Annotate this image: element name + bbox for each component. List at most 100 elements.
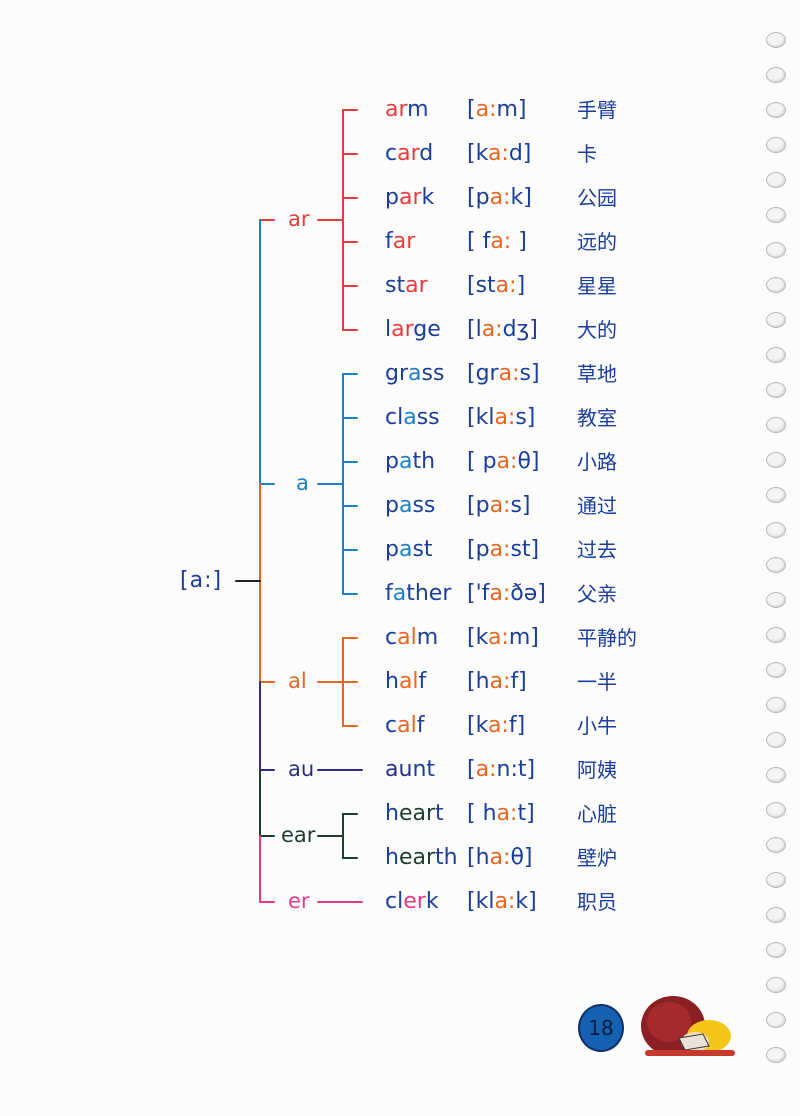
- word-highlight: al: [397, 625, 417, 650]
- binding-ring: [766, 172, 786, 188]
- binding-ring: [766, 662, 786, 678]
- word-part: p: [385, 185, 399, 210]
- ipa-part: f]: [508, 713, 526, 738]
- chinese-meaning: 职员: [577, 890, 617, 914]
- phonetic-transcription: [ka:d]: [467, 139, 531, 169]
- binding-ring: [766, 347, 786, 363]
- word-part: m: [416, 625, 439, 650]
- binding-ring: [766, 242, 786, 258]
- ipa-part: s]: [510, 493, 531, 518]
- chinese-meaning: 星星: [577, 274, 617, 298]
- ipa-part: [l: [467, 317, 482, 342]
- ipa-highlight: a:: [475, 757, 497, 782]
- word-part: cl: [385, 889, 404, 914]
- binding-ring: [766, 627, 786, 643]
- binding-ring: [766, 522, 786, 538]
- binding-ring: [766, 382, 786, 398]
- english-word: card: [385, 139, 433, 169]
- word-highlight: ar: [391, 317, 414, 342]
- binding-ring: [766, 872, 786, 888]
- ipa-highlight: a:: [489, 669, 511, 694]
- binding-ring: [766, 977, 786, 993]
- ipa-part: [k: [467, 625, 488, 650]
- ipa-part: θ]: [517, 449, 540, 474]
- word-part: p: [385, 537, 399, 562]
- phonetic-transcription: [gra:s]: [467, 359, 540, 389]
- ipa-part: [ f: [467, 229, 491, 254]
- binding-ring: [766, 732, 786, 748]
- english-word: father: [385, 579, 451, 609]
- word-part: ge: [413, 317, 441, 342]
- word-row: calm[ka:m]平静的: [385, 623, 655, 653]
- word-part: ther: [406, 581, 452, 606]
- ipa-part: k]: [515, 889, 537, 914]
- word-row: clerk[kla:k]职员: [385, 887, 655, 917]
- word-row: heart[ ha:t]心脏: [385, 799, 655, 829]
- word-part: p: [385, 493, 399, 518]
- english-word: star: [385, 271, 428, 301]
- ipa-part: ['f: [467, 581, 490, 606]
- word-row: past[pa:st]过去: [385, 535, 655, 565]
- group-label-a: a: [296, 471, 309, 495]
- ipa-part: [st: [467, 273, 496, 298]
- word-part: th: [435, 845, 458, 870]
- ipa-highlight: a:: [489, 185, 511, 210]
- word-highlight: er: [403, 889, 426, 914]
- binding-ring: [766, 277, 786, 293]
- word-row: grass[gra:s]草地: [385, 359, 655, 389]
- word-part: nt: [412, 757, 436, 782]
- word-row: aunt[a:n:t]阿姨: [385, 755, 655, 785]
- binding-ring: [766, 837, 786, 853]
- word-part: h: [385, 669, 399, 694]
- ipa-part: [kl: [467, 889, 495, 914]
- word-row: card[ka:d]卡: [385, 139, 655, 169]
- english-word: aunt: [385, 755, 435, 785]
- word-row: calf[ka:f]小牛: [385, 711, 655, 741]
- ipa-part: m]: [508, 625, 539, 650]
- ipa-highlight: a:: [495, 273, 517, 298]
- word-row: pass[pa:s]通过: [385, 491, 655, 521]
- word-highlight: ear: [398, 801, 436, 826]
- ipa-highlight: a:: [487, 625, 509, 650]
- ipa-highlight: a:: [489, 581, 511, 606]
- ipa-part: θ]: [510, 845, 533, 870]
- word-part: t: [435, 801, 444, 826]
- phonetic-transcription: [a:m]: [467, 95, 527, 125]
- word-part: c: [385, 713, 398, 738]
- chinese-meaning: 远的: [577, 230, 617, 254]
- english-word: large: [385, 315, 441, 345]
- english-word: path: [385, 447, 435, 477]
- binding-ring: [766, 592, 786, 608]
- binding-ring: [766, 207, 786, 223]
- word-row: class[kla:s]教室: [385, 403, 655, 433]
- english-word: calf: [385, 711, 424, 741]
- word-part: ss: [421, 361, 445, 386]
- word-part: cl: [385, 405, 404, 430]
- phonetic-transcription: [kla:s]: [467, 403, 535, 433]
- ipa-highlight: a:: [489, 845, 511, 870]
- ipa-part: k]: [510, 185, 532, 210]
- word-part: th: [412, 449, 436, 474]
- word-part: k: [425, 889, 439, 914]
- page-number-badge: 18: [578, 1004, 624, 1052]
- word-highlight: ar: [397, 141, 420, 166]
- chinese-meaning: 壁炉: [577, 846, 617, 870]
- binding-ring: [766, 487, 786, 503]
- word-row: hearth[ha:θ]壁炉: [385, 843, 655, 873]
- word-part: h: [385, 801, 399, 826]
- word-part: f: [418, 669, 427, 694]
- word-part: d: [419, 141, 434, 166]
- word-part: f: [385, 229, 393, 254]
- word-part: k: [421, 185, 435, 210]
- ipa-highlight: a:: [489, 493, 511, 518]
- ipa-part: t]: [517, 801, 535, 826]
- ipa-highlight: a:: [487, 141, 509, 166]
- word-highlight: au: [385, 757, 413, 782]
- word-part: st: [412, 537, 433, 562]
- binding-ring: [766, 1047, 786, 1063]
- word-highlight: ar: [398, 185, 422, 210]
- ipa-part: [h: [467, 845, 490, 870]
- word-row: father['fa:ðə]父亲: [385, 579, 655, 609]
- ipa-highlight: a:: [481, 317, 503, 342]
